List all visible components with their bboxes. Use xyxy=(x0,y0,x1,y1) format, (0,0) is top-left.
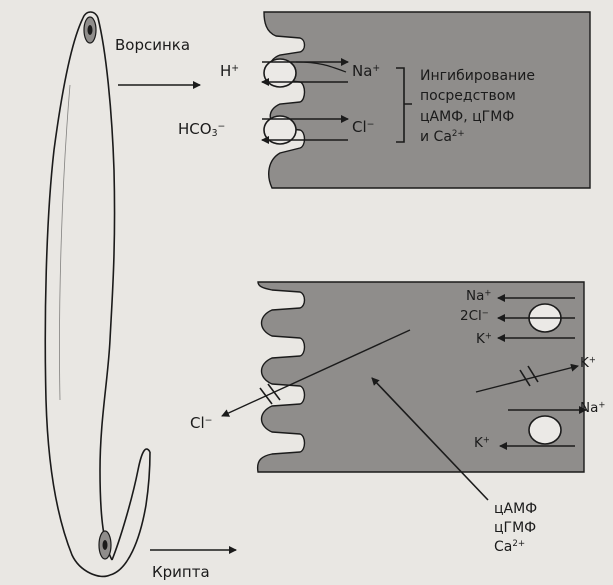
crypt-label: Крипта xyxy=(152,565,210,580)
villus-crypt-outline xyxy=(45,12,150,576)
cl-secreted-ion-label: Cl− xyxy=(190,416,212,431)
cl-ion-label: Cl− xyxy=(352,120,374,135)
inhibition-text: Ингибирование посредством цАМФ, цГМФ и C… xyxy=(420,66,580,147)
na-ion-label: Na+ xyxy=(352,64,380,79)
k-channel-ion-label: K+ xyxy=(580,357,596,371)
na-pump-ion-label: Na+ xyxy=(580,402,605,416)
crypt-base-cell xyxy=(99,531,111,559)
crypt-k-ion-label: K+ xyxy=(476,333,492,347)
crypt-na-ion-label: Na+ xyxy=(466,290,491,304)
villus-label: Ворсинка xyxy=(115,38,190,53)
villus-tip-cell xyxy=(84,17,96,43)
k-pump-ion-label: K+ xyxy=(474,437,490,451)
crypt-2cl-ion-label: 2Cl− xyxy=(460,310,489,324)
h-ion-label: H+ xyxy=(220,64,239,79)
hco3-ion-label: HCO3− xyxy=(178,122,225,137)
second-messengers-text: цАМФ цГМФ Ca2+ xyxy=(494,500,584,557)
